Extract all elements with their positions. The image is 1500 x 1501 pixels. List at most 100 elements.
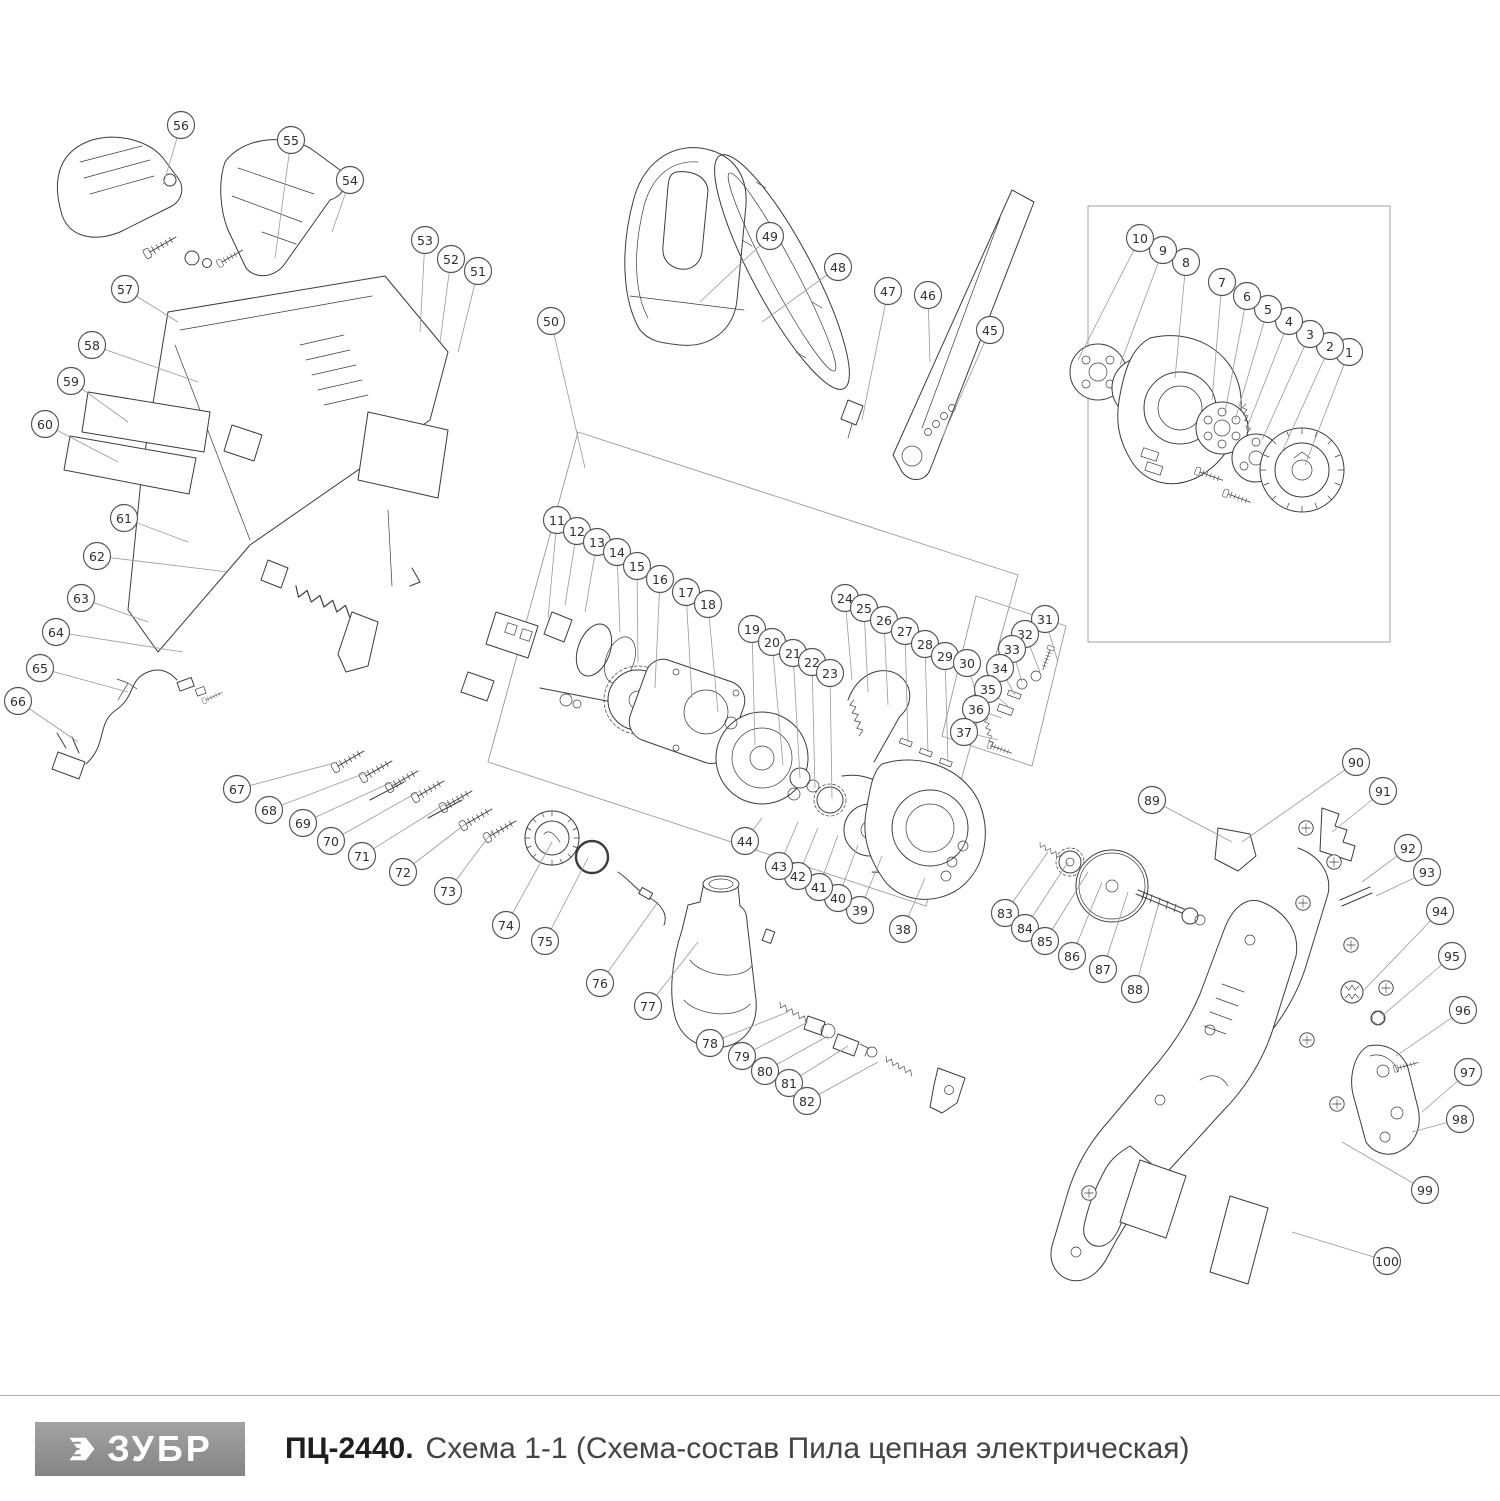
part-balloon-58: 58 — [77, 330, 107, 360]
saw-chain-group — [714, 154, 850, 390]
svg-text:29: 29 — [937, 649, 953, 664]
part-balloon-29: 29 — [930, 641, 960, 671]
zubr-logo-icon — [69, 1437, 95, 1460]
svg-text:53: 53 — [417, 233, 433, 248]
part-balloon-41: 41 — [804, 872, 834, 902]
diagram-canvas: 1234567891011121314151617181920212223242… — [3, 110, 1483, 1285]
svg-text:54: 54 — [342, 173, 358, 188]
diagram-title-rest: Схема 1-1 (Схема-состав Пила цепная элек… — [425, 1431, 1190, 1465]
svg-text:12: 12 — [569, 524, 585, 539]
leader-line-9 — [1119, 249, 1164, 366]
leader-line-89 — [1151, 799, 1233, 843]
svg-text:10: 10 — [1132, 231, 1148, 246]
svg-text:16: 16 — [652, 572, 668, 587]
svg-text:44: 44 — [737, 834, 753, 849]
svg-text:97: 97 — [1460, 1065, 1476, 1080]
footer: ЗУБР ПЦ-2440.Схема 1-1 (Схема-состав Пил… — [0, 1395, 1500, 1501]
part-balloon-55: 55 — [276, 125, 306, 155]
svg-text:85: 85 — [1037, 934, 1053, 949]
svg-text:7: 7 — [1218, 275, 1226, 290]
part-balloon-78: 78 — [695, 1028, 725, 1058]
svg-text:27: 27 — [897, 624, 913, 639]
svg-text:6: 6 — [1243, 289, 1251, 304]
front-handle-group — [56, 136, 346, 277]
leader-line-55 — [274, 139, 292, 259]
svg-text:68: 68 — [261, 803, 277, 818]
svg-text:20: 20 — [764, 635, 780, 650]
oil-tank-group — [524, 810, 776, 1049]
svg-text:51: 51 — [470, 264, 486, 279]
part-balloon-23: 23 — [815, 658, 845, 688]
svg-text:75: 75 — [537, 934, 553, 949]
leader-line-53 — [419, 239, 426, 333]
part-balloon-3: 3 — [1295, 319, 1325, 349]
svg-text:79: 79 — [734, 1049, 750, 1064]
leader-line-1 — [1304, 351, 1350, 466]
part-balloon-43: 43 — [764, 851, 794, 881]
part-balloon-52: 52 — [436, 244, 466, 274]
leader-line-48 — [761, 266, 839, 323]
part-balloon-50: 50 — [536, 306, 566, 336]
part-balloon-10: 10 — [1125, 223, 1155, 253]
rear-housing-group — [1050, 807, 1373, 1282]
svg-text:59: 59 — [63, 374, 79, 389]
part-balloon-16: 16 — [645, 564, 675, 594]
svg-text:94: 94 — [1432, 904, 1448, 919]
diagram-title: ПЦ-2440.Схема 1-1 (Схема-состав Пила цеп… — [285, 1432, 1190, 1466]
svg-text:42: 42 — [790, 869, 806, 884]
part-balloon-6: 6 — [1232, 281, 1262, 311]
svg-text:26: 26 — [876, 613, 892, 628]
leader-line-22 — [811, 661, 816, 789]
svg-text:34: 34 — [992, 661, 1008, 676]
svg-text:4: 4 — [1285, 314, 1293, 329]
leader-line-2 — [1281, 345, 1331, 453]
part-balloon-85: 85 — [1030, 926, 1060, 956]
svg-text:84: 84 — [1017, 921, 1033, 936]
part-balloon-59: 59 — [56, 366, 86, 396]
leader-line-47 — [861, 290, 889, 421]
sprocket-cover-assembly-group — [1069, 205, 1391, 643]
part-balloon-98: 98 — [1445, 1104, 1475, 1134]
part-balloon-9: 9 — [1148, 235, 1178, 265]
leader-line-58 — [91, 344, 199, 383]
part-balloon-31: 31 — [1030, 604, 1060, 634]
leader-line-29 — [944, 655, 949, 763]
part-balloon-2: 2 — [1315, 331, 1345, 361]
part-balloon-80: 80 — [750, 1056, 780, 1086]
svg-text:8: 8 — [1182, 255, 1190, 270]
part-balloon-88: 88 — [1120, 974, 1150, 1004]
svg-text:91: 91 — [1375, 784, 1391, 799]
part-balloon-87: 87 — [1088, 954, 1118, 984]
leader-line-64 — [55, 631, 184, 653]
leader-line-7 — [1211, 281, 1223, 401]
svg-text:11: 11 — [549, 513, 565, 528]
svg-text:87: 87 — [1095, 962, 1111, 977]
svg-text:17: 17 — [678, 585, 694, 600]
part-balloon-36: 36 — [961, 694, 991, 724]
svg-text:95: 95 — [1444, 949, 1460, 964]
svg-text:78: 78 — [702, 1036, 718, 1051]
part-balloon-79: 79 — [727, 1041, 757, 1071]
part-balloon-95: 95 — [1437, 941, 1467, 971]
svg-text:37: 37 — [956, 725, 972, 740]
svg-text:31: 31 — [1037, 612, 1053, 627]
svg-text:96: 96 — [1455, 1003, 1471, 1018]
svg-text:88: 88 — [1127, 982, 1143, 997]
part-balloon-37: 37 — [949, 717, 979, 747]
svg-text:39: 39 — [852, 903, 868, 918]
part-balloon-28: 28 — [910, 629, 940, 659]
leader-line-88 — [1134, 905, 1159, 990]
part-balloon-17: 17 — [671, 577, 701, 607]
svg-text:5: 5 — [1264, 302, 1272, 317]
svg-text:99: 99 — [1417, 1183, 1433, 1198]
part-balloon-97: 97 — [1453, 1057, 1483, 1087]
part-balloon-75: 75 — [530, 926, 560, 956]
leader-line-69 — [302, 781, 393, 824]
svg-text:19: 19 — [744, 622, 760, 637]
leader-line-19 — [751, 628, 756, 746]
part-balloon-90: 90 — [1341, 747, 1371, 777]
leader-line-100 — [1291, 1231, 1388, 1262]
part-balloon-89: 89 — [1137, 785, 1167, 815]
part-balloon-81: 81 — [774, 1068, 804, 1098]
svg-text:76: 76 — [592, 976, 608, 991]
